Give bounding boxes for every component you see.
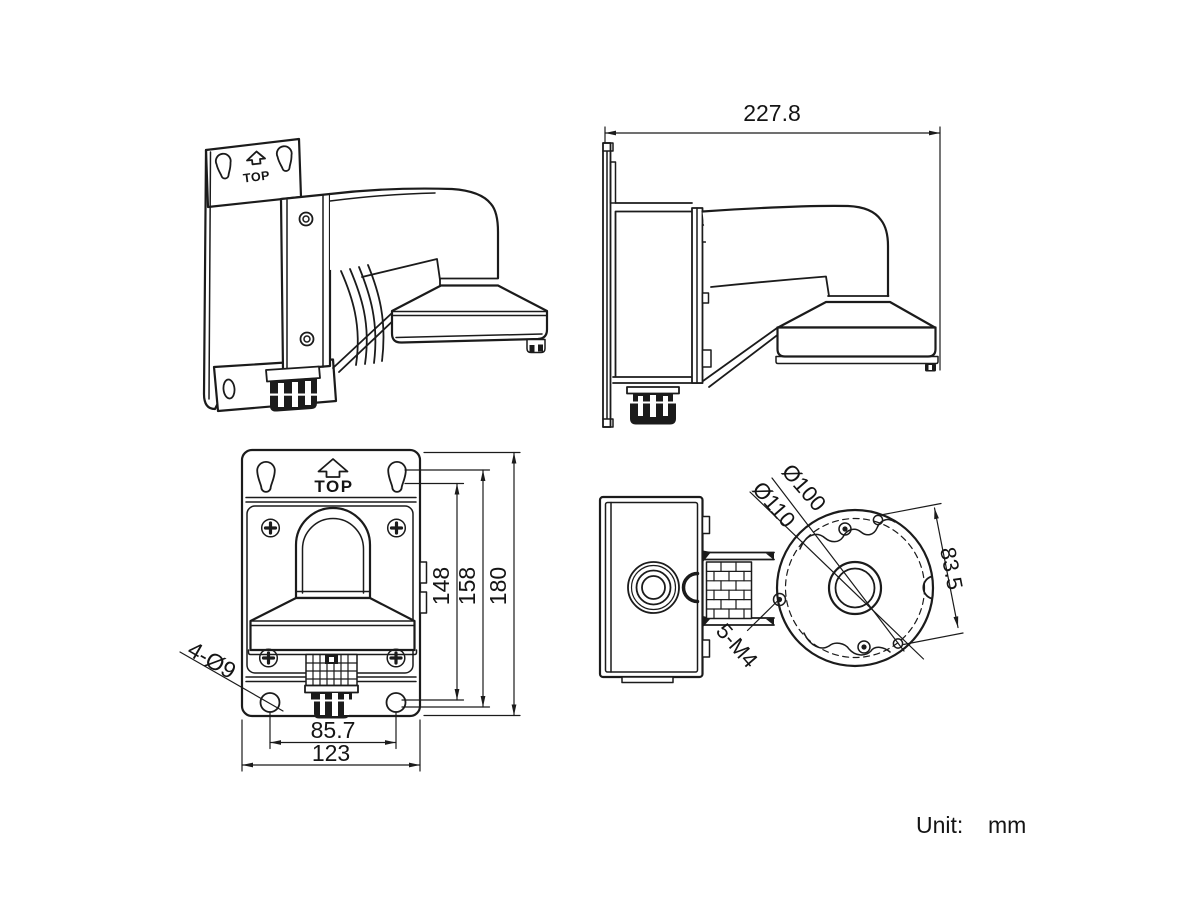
- iso-dome-cap: [390, 277, 549, 354]
- front-screw: [386, 517, 407, 539]
- side-cable-gland: [626, 386, 680, 425]
- front-cable-gland: [304, 684, 359, 719]
- front-side-tab: [419, 591, 428, 614]
- iso-rib: [340, 270, 359, 366]
- iso-bottom-hole: [222, 378, 236, 400]
- front-top-arrow-icon: [317, 458, 349, 478]
- front-top-marking: TOP: [314, 477, 353, 496]
- top-plate-screw-holes: [772, 514, 904, 654]
- top-junction-box: [598, 495, 711, 684]
- unit-note: Unit: mm: [916, 812, 1026, 838]
- iso-column: [279, 192, 332, 372]
- front-dim-123-label: 123: [312, 740, 350, 766]
- side-bracket-body: [612, 202, 712, 384]
- front-screw: [258, 647, 279, 669]
- iso-rib: [349, 268, 368, 365]
- side-arm: [701, 204, 890, 388]
- unit-value: mm: [988, 812, 1026, 838]
- iso-cap-nub: [526, 338, 546, 354]
- iso-top-arrow-icon: [246, 150, 266, 166]
- front-dim-148-label: 148: [428, 567, 454, 605]
- front-callout-mount-holes-label: 4-Ø9: [183, 636, 240, 684]
- front-dim-widths: 85.7 123: [241, 711, 421, 772]
- top-callout-threaded-holes-label: 5-M4: [711, 618, 763, 672]
- top-dim-chord-label: 83.5: [935, 545, 968, 592]
- top-mount-plate: [772, 508, 935, 668]
- side-cap-nub: [925, 363, 936, 372]
- iso-arm: [328, 187, 500, 373]
- top-flex-joint: [702, 550, 775, 627]
- front-hinge-block: [305, 653, 358, 687]
- iso-cable-gland: [265, 365, 321, 412]
- front-side-tab: [419, 561, 428, 584]
- side-dome-cap: [775, 295, 939, 372]
- front-screw: [385, 647, 407, 669]
- front-dome-bell: [294, 506, 372, 600]
- top-view: Ø100 Ø110 5-M4 83.5: [598, 459, 968, 684]
- iso-rib: [367, 264, 385, 362]
- iso-rib: [358, 266, 377, 364]
- front-mount-hole-right: [385, 692, 407, 713]
- front-screw: [260, 517, 281, 539]
- side-wall-plate: [602, 142, 617, 428]
- side-dim-depth-label: 227.8: [743, 100, 801, 126]
- unit-label: Unit:: [916, 812, 963, 838]
- iso-top-marking: TOP: [242, 168, 270, 185]
- front-dim-85-7-label: 85.7: [311, 717, 356, 743]
- front-dim-heights: 148 158 180: [401, 451, 521, 717]
- front-dim-180-label: 180: [485, 567, 511, 605]
- front-view: TOP: [179, 448, 521, 772]
- side-view: 227.8: [602, 100, 941, 428]
- isometric-view: TOP: [202, 137, 549, 413]
- front-mount-hole-left: [259, 692, 281, 713]
- top-plate-side-notch: [922, 575, 933, 600]
- front-dim-158-label: 158: [454, 567, 480, 605]
